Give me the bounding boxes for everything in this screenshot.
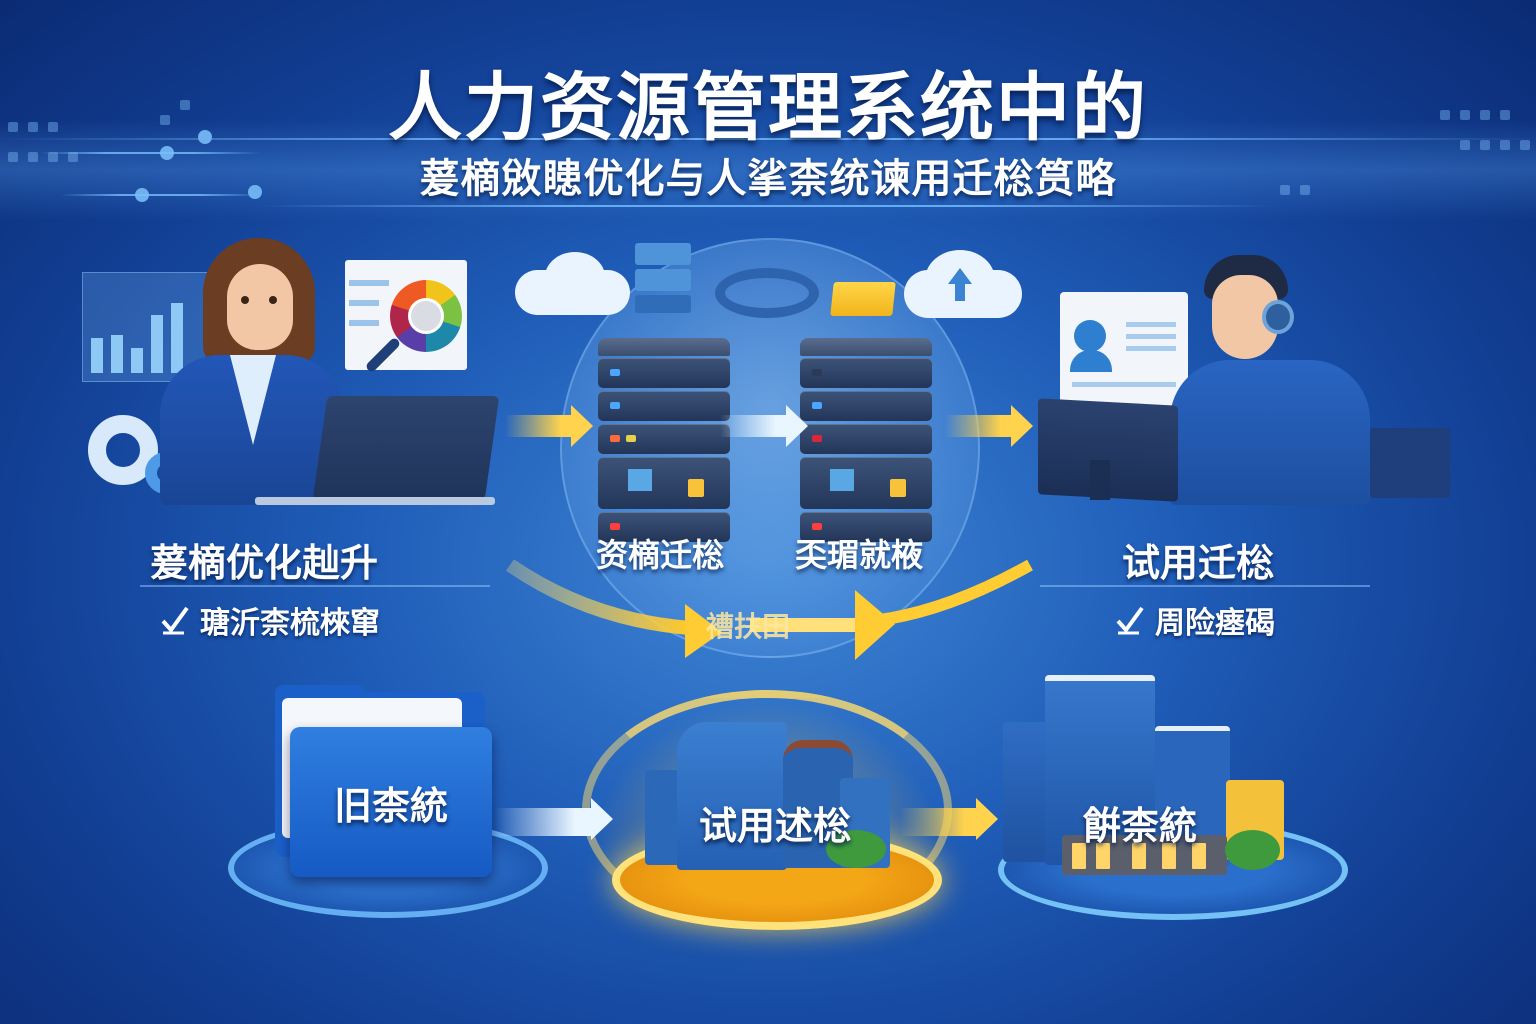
title-divider-top (0, 138, 1536, 140)
checkmark-icon (1115, 605, 1145, 635)
stage-right-check-item: 周险瘗碣 (1115, 598, 1275, 642)
desk-box (1370, 428, 1450, 498)
arrow-right-icon (505, 405, 593, 447)
stage-right-label: 试用迁棇 (1122, 541, 1275, 585)
stage-right-divider (1040, 585, 1370, 587)
stage-center-label-right: 奀瑂就棭 (795, 536, 924, 574)
title-glow-band (0, 120, 1536, 220)
stage-left-divider (140, 585, 490, 587)
server-rack-icon-source (598, 338, 730, 545)
new-system-label: 餠柰統 (1082, 804, 1197, 848)
decor-node (198, 130, 212, 144)
laptop-icon (312, 396, 500, 500)
database-icon (635, 243, 691, 313)
avatar-woman (195, 236, 325, 386)
curved-arrows-icon (506, 560, 1033, 660)
server-rack-icon-target (800, 338, 932, 545)
woman-blazer (160, 355, 345, 505)
arrow-right-icon (900, 798, 998, 840)
color-wheel-magnifier-icon (390, 280, 462, 352)
decor-line (40, 152, 260, 154)
arrow-right-icon (945, 405, 1033, 447)
bar-chart-icon (82, 272, 212, 382)
old-system-label: 旧柰統 (333, 783, 448, 828)
title-divider-bottom (260, 205, 1276, 207)
checkmark-icon (160, 605, 190, 635)
stage-left-check-text: 瑭沂柰梳棶窜 (200, 606, 380, 641)
sync-arrows-icon (715, 268, 819, 318)
page-subtitle: 萲樀敓瞣优化与人挲柰统谏用迁棇筼略 (419, 156, 1117, 202)
arrow-right-icon (495, 798, 613, 840)
decor-line (60, 194, 260, 196)
stage-center-label-left: 资樀迁棇 (596, 536, 725, 574)
old-system-folder-icon[interactable]: 旧柰統 (290, 727, 492, 877)
laptop-base (255, 497, 495, 505)
stage-left-check-item: 瑭沂柰梳棶窜 (160, 598, 380, 642)
stage-right-check-text: 周险瘗碣 (1155, 606, 1275, 641)
arrow-right-icon (720, 405, 808, 447)
stage-left-label: 萲樀优化赸升 (150, 541, 379, 585)
envelope-icon (830, 282, 896, 316)
cloud-upload-bump (925, 250, 995, 310)
transition-label: 试用述棇 (698, 804, 851, 848)
headset-icon (1262, 300, 1294, 334)
avatar-man (1200, 255, 1292, 365)
cloud-icon-bump (545, 252, 605, 302)
arrow-caption: 褿扶田 (706, 610, 791, 643)
man-shirt (1170, 360, 1370, 505)
monitor-stand (1090, 460, 1110, 500)
page-title: 人力资源管理系统中的 (388, 65, 1148, 151)
